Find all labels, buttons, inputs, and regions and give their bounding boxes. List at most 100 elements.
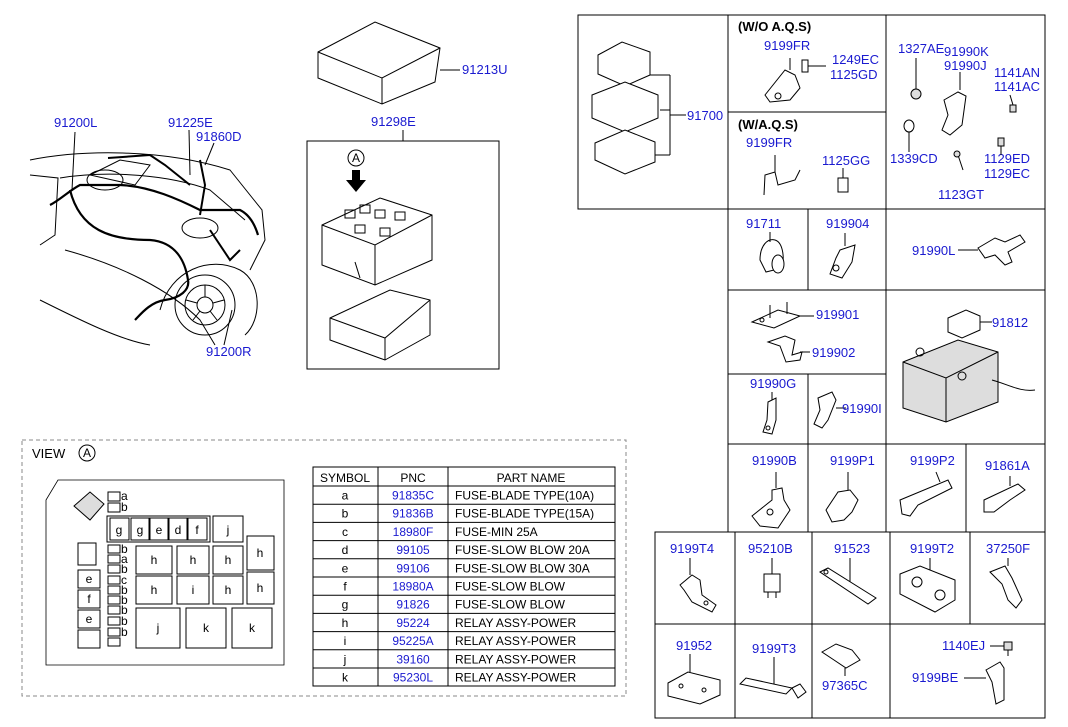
table-cell-part-name: FUSE-SLOW BLOW 20A: [455, 543, 590, 557]
vehicle-wiring-illustration: [29, 129, 266, 346]
view-a-circle-2: [78, 444, 96, 462]
callout-91812: 91812: [992, 315, 1028, 330]
bracket-919902-illustration: [766, 335, 810, 363]
table-cell-symbol: c: [342, 525, 348, 539]
table-cell-pnc: 91835C: [392, 489, 434, 503]
fuse-g-2: g: [137, 523, 144, 537]
callout-91990G: 91990G: [750, 376, 796, 391]
table-cell-pnc: 99106: [396, 561, 430, 575]
fuse-f-2: f: [87, 592, 91, 606]
view-arrow-icon: [346, 170, 366, 192]
fuse-b-5: b: [121, 593, 128, 607]
callout-9199T2: 9199T2: [910, 541, 954, 556]
table-cell-part-name: RELAY ASSY-POWER: [455, 671, 576, 685]
view-circle-letter: A: [83, 446, 91, 460]
callout-1327AE: 1327AE: [898, 41, 945, 56]
callout-1125GD: 1125GD: [830, 67, 877, 82]
callout-9199T3: 9199T3: [752, 641, 796, 656]
junction-box-illustration: [321, 197, 433, 361]
callout-91861A: 91861A: [985, 458, 1030, 473]
callout-91200L: 91200L: [54, 115, 97, 130]
callout-91990I: 91990I: [842, 401, 882, 416]
fuse-g-1: g: [116, 523, 123, 537]
table-cell-pnc: 91826: [396, 598, 430, 612]
view-a-panel: [21, 439, 627, 697]
table-cell-pnc: 99105: [396, 543, 430, 557]
fuse-c-1: c: [121, 573, 127, 587]
clip-919904-illustration: [829, 233, 856, 279]
bracket-91952-illustration: [667, 654, 721, 705]
table-cell-pnc: 39160: [396, 652, 430, 666]
bracket-9199T2-illustration: [899, 558, 956, 613]
fuse-b-1: b: [121, 500, 128, 514]
callout-91860D: 91860D: [196, 129, 242, 144]
table-cell-symbol: a: [342, 489, 349, 503]
callout-919904: 919904: [826, 216, 869, 231]
callout-9199FR-2: 9199FR: [746, 135, 792, 150]
table-cell-symbol: b: [342, 507, 349, 521]
fuse-e-2: e: [86, 572, 93, 586]
callout-1249EC: 1249EC: [832, 52, 879, 67]
table-cell-part-name: RELAY ASSY-POWER: [455, 652, 576, 666]
callout-919901: 919901: [816, 307, 859, 322]
table-cell-part-name: FUSE-MIN 25A: [455, 525, 538, 539]
callout-91225E: 91225E: [168, 115, 213, 130]
callout-91990L: 91990L: [912, 243, 955, 258]
fuse-b-2: b: [121, 542, 128, 556]
callout-91711: 91711: [746, 216, 781, 231]
table-cell-part-name: FUSE-BLADE TYPE(15A): [455, 507, 594, 521]
table-cell-part-name: FUSE-BLADE TYPE(10A): [455, 489, 594, 503]
relay-95210B-illustration: [763, 558, 781, 598]
callout-1129EC: 1129EC: [984, 166, 1030, 181]
bracket-9199P1-illustration: [825, 472, 859, 523]
callout-91952: 91952: [676, 638, 712, 653]
table-cell-part-name: FUSE-SLOW BLOW 30A: [455, 561, 590, 575]
strap-9199T3-illustration: [738, 657, 807, 699]
table-header-symbol: SYMBOL: [320, 471, 370, 485]
relay-h-4: h: [257, 546, 264, 560]
battery-91812-illustration: [902, 309, 1036, 423]
bracket-9199T4-illustration: [679, 558, 717, 613]
relay-h-7: h: [257, 581, 264, 595]
label-without-aqs: (W/O A.Q.S): [738, 19, 811, 34]
callout-9199P2: 9199P2: [910, 453, 955, 468]
fuse-b-7: b: [121, 614, 128, 628]
fuse-b-6: b: [121, 603, 128, 617]
callout-91213U: 91213U: [462, 62, 508, 77]
table-cell-pnc: 18980A: [392, 580, 433, 594]
table-cell-symbol: d: [342, 543, 349, 557]
label-with-aqs: (W/A.Q.S): [738, 117, 798, 132]
relay-i-1: i: [192, 583, 195, 597]
fasteners-illustration: [903, 58, 1017, 171]
callout-91700: 91700: [687, 108, 723, 123]
table-header-part-name: PART NAME: [497, 471, 566, 485]
bracket-37250F-illustration: [989, 558, 1023, 609]
callout-1141AN: 1141AN: [994, 65, 1040, 80]
relay-k-1: k: [203, 621, 210, 635]
callout-919902: 919902: [812, 345, 855, 360]
relay-h-5: h: [151, 583, 158, 597]
fuse-f-1: f: [195, 523, 199, 537]
callout-9199P1: 9199P1: [830, 453, 875, 468]
callout-37250F: 37250F: [986, 541, 1030, 556]
table-cell-symbol: i: [344, 634, 347, 648]
callout-1125GG: 1125GG: [822, 153, 870, 168]
table-cell-pnc: 91836B: [392, 507, 433, 521]
table-cell-symbol: j: [343, 652, 347, 666]
callout-91990K: 91990K: [944, 44, 989, 59]
bracket-9199P2-illustration: [899, 471, 953, 517]
fuse-a-1: a: [121, 489, 128, 503]
callout-1129ED: 1129ED: [984, 151, 1030, 166]
table-cell-part-name: RELAY ASSY-POWER: [455, 616, 576, 630]
fuse-b-8: b: [121, 625, 128, 639]
bracket-91990B-illustration: [751, 472, 791, 529]
callout-1140EJ: 1140EJ: [942, 638, 985, 653]
strap-91523-illustration: [819, 558, 877, 605]
fuse-b-3: b: [121, 562, 128, 576]
table-cell-symbol: g: [342, 598, 349, 612]
bracket-9199FR-1-illustration: [764, 58, 826, 103]
table-cell-pnc: 95230L: [393, 671, 433, 685]
relay-k-2: k: [249, 621, 256, 635]
relay-h-1: h: [151, 553, 158, 567]
